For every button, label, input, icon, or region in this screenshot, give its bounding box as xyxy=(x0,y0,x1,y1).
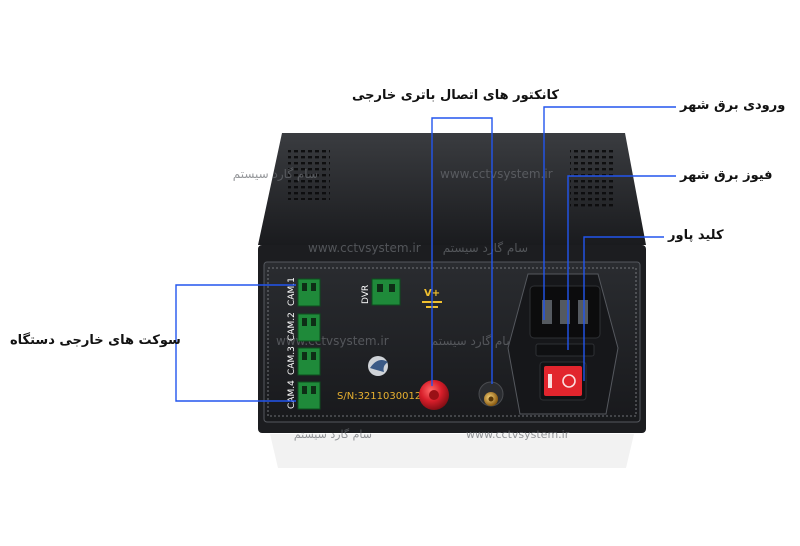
callout-line-positive-post xyxy=(431,117,490,386)
front-panel-border xyxy=(267,267,637,417)
callout-lines xyxy=(175,106,676,402)
dvr-terminal: DVR xyxy=(361,278,401,306)
watermark-url-2: www.cctvsystem.ir xyxy=(308,241,421,255)
watermark-brand-2: سام گارد سیستم xyxy=(443,241,528,256)
callout-line-power-switch xyxy=(583,236,664,381)
watermark-brand-text: سام گارد سیستم xyxy=(233,167,318,182)
dvr-label: DVR xyxy=(361,285,371,304)
serial-number: S/N:3211030012 xyxy=(337,391,421,402)
watermark-brand-text: سام گارد سیستم xyxy=(294,428,372,441)
battery-positive-post xyxy=(419,380,449,410)
callout-battery-connectors: کانکتور های اتصال باتری خارجی xyxy=(352,88,559,103)
callout-power-switch: کلید پاور xyxy=(668,228,724,243)
fuse-holder xyxy=(535,343,595,357)
camera-port-label: CAM.2 xyxy=(287,312,297,341)
camera-terminal-1: CAM.1 xyxy=(287,277,321,307)
callout-line-negative-post xyxy=(490,117,493,384)
case-reflection xyxy=(270,434,634,468)
callout-mains-fuse: فیوز برق شهر xyxy=(680,168,773,183)
camera-port-label: CAM.1 xyxy=(287,277,297,306)
watermark-brand-4: سام گارد سیستم xyxy=(294,428,372,441)
case-top xyxy=(258,133,646,245)
camera-port-label: CAM.4 xyxy=(287,380,297,409)
camera-terminal-3: CAM.3 xyxy=(287,346,321,376)
watermark-brand-text: سام گارد سیستم xyxy=(431,334,516,349)
eagle-logo-icon xyxy=(368,356,388,376)
watermark-brand-1: سام گارد سیستم xyxy=(233,167,318,182)
watermark-url-text: www.cctvsystem.ir xyxy=(466,428,570,441)
watermark-brand-3: سام گارد سیستم xyxy=(431,334,516,349)
callout-line-sockets-bracket xyxy=(175,284,296,402)
callout-line-mains-input xyxy=(543,106,676,320)
camera-terminal-2: CAM.2 xyxy=(287,312,321,342)
vent-grille-right xyxy=(570,150,616,208)
watermark-url-text: www.cctvsystem.ir xyxy=(308,241,421,255)
battery-negative-post xyxy=(478,381,504,407)
watermark-url-4: www.cctvsystem.ir xyxy=(466,428,570,441)
watermark-brand-text: سام گارد سیستم xyxy=(443,241,528,256)
callout-line-mains-fuse xyxy=(567,175,676,350)
camera-port-label: CAM.3 xyxy=(287,346,297,375)
watermark-url-1: www.cctvsystem.ir xyxy=(440,167,553,181)
watermark-url-text: www.cctvsystem.ir xyxy=(440,167,553,181)
camera-terminal-4: CAM.4 xyxy=(287,380,321,410)
callout-mains-input: ورودی برق شهر xyxy=(680,98,786,113)
power-module xyxy=(507,273,619,415)
vent-grille-left xyxy=(288,150,330,200)
callout-external-sockets: سوکت های خارجی دستگاه xyxy=(10,333,181,348)
